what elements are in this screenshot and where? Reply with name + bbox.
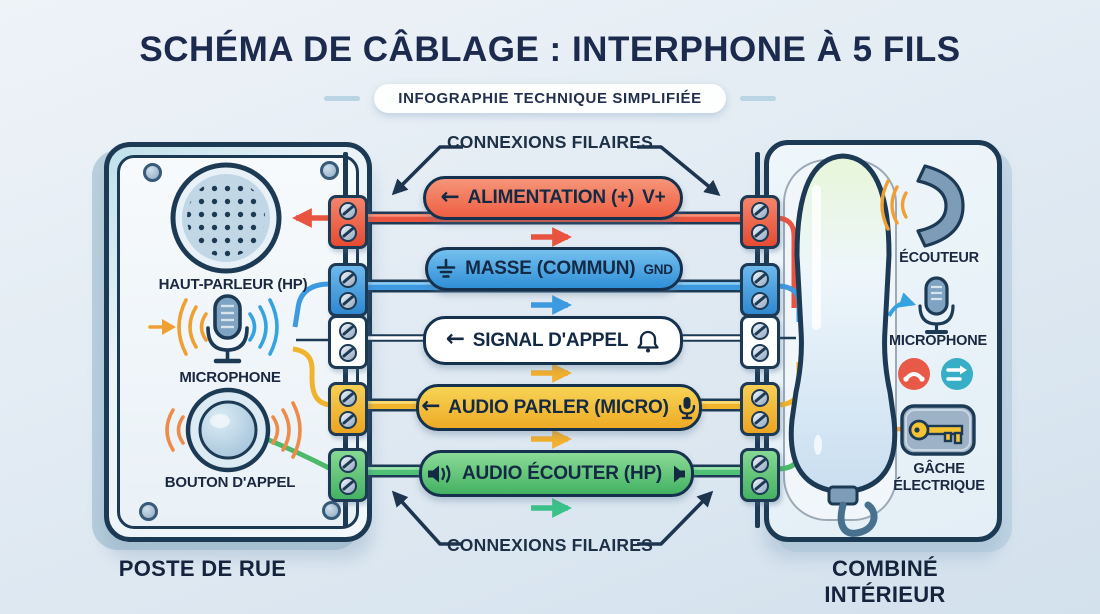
speaker-sound-icon: [427, 464, 451, 483]
screw-icon: [751, 322, 769, 340]
wire-label-text: AUDIO PARLER (MICRO): [448, 396, 669, 418]
screw-icon: [751, 224, 769, 242]
speaker-grill-icon: [170, 162, 282, 274]
connections-label-top: CONNEXIONS FILAIRES: [446, 132, 654, 152]
ground-icon: [436, 258, 456, 278]
earpiece-waves-icon: [880, 179, 908, 231]
subtitle-right-dash: [739, 96, 776, 101]
subtitle-left-dash: [324, 96, 361, 101]
handset-cord: [837, 501, 878, 537]
speaker-label: HAUT-PARLEUR (HP): [158, 276, 308, 293]
arrow-left-icon: ←: [440, 183, 460, 210]
screw-icon: [339, 344, 357, 362]
annotation-arrows-top: [391, 145, 721, 197]
earpiece-label: ÉCOUTEUR: [899, 250, 979, 266]
corner-screw-icon: [143, 163, 162, 182]
call-button-icon[interactable]: [165, 387, 302, 473]
terminal-audio-listen-right[interactable]: [740, 448, 780, 502]
wave-arrow-icon: [162, 319, 176, 335]
wire-label-text: ALIMENTATION (+): [467, 187, 635, 208]
corner-screw-icon: [139, 502, 158, 521]
sound-waves-left-icon: [177, 298, 208, 356]
terminal-ground-left[interactable]: [328, 263, 368, 317]
call-button-label: BOUTON D'APPEL: [164, 474, 296, 491]
wire-label-text: AUDIO ÉCOUTER (HP): [461, 462, 663, 484]
wire-label-call-signal: ← SIGNAL D'APPEL: [423, 316, 683, 365]
terminal-audio-talk-right[interactable]: [740, 382, 780, 436]
wire-label-ground: MASSE (COMMUN) GND: [425, 247, 683, 291]
corner-screw-icon: [322, 501, 341, 520]
call-badge-icon: [898, 358, 930, 390]
handset-microphone-label: MICROPHONE: [889, 333, 987, 349]
mic-pointer-arrow: [887, 292, 917, 317]
screw-icon: [339, 389, 357, 407]
terminal-audio-talk-left[interactable]: [328, 382, 368, 436]
screw-icon: [339, 270, 357, 288]
indoor-handset-caption: COMBINÉ INTÉRIEUR: [824, 556, 946, 607]
terminal-power-left[interactable]: [328, 195, 368, 249]
screw-icon: [751, 411, 769, 429]
arrow-left-icon: ←: [421, 393, 441, 419]
handset-cord-connector: [827, 485, 859, 506]
bell-icon: [637, 330, 659, 352]
screw-icon: [339, 292, 357, 310]
screw-icon: [339, 455, 357, 473]
terminal-ground-right[interactable]: [740, 263, 780, 317]
terminal-call-signal-left[interactable]: [328, 315, 368, 369]
earpiece-icon: [880, 164, 965, 248]
speaker-icon: [674, 465, 686, 482]
street-microphone-label: MICROPHONE: [179, 369, 281, 386]
handset-microphone-icon: [918, 276, 955, 334]
microphone-icon: [678, 396, 695, 419]
subtitle-row: INFOGRAPHIE TECHNIQUE SIMPLIFIÉE: [0, 84, 1100, 113]
wire-label-audio-talk: ← AUDIO PARLER (MICRO): [416, 384, 702, 431]
wire-label-text: MASSE (COMMUN): [465, 258, 636, 279]
screw-icon: [339, 477, 357, 495]
arrow-left-icon: ←: [445, 326, 465, 352]
connections-label-bottom: CONNEXIONS FILAIRES: [446, 535, 654, 555]
wire-label-audio-listen: AUDIO ÉCOUTER (HP): [419, 450, 694, 497]
wire-label-suffix: V+: [642, 187, 666, 208]
terminal-audio-listen-left[interactable]: [328, 448, 368, 502]
terminal-call-signal-right[interactable]: [740, 315, 780, 369]
door-strike-label: GÂCHE ÉLECTRIQUE: [893, 461, 985, 495]
wire-label-suffix: GND: [643, 261, 673, 277]
corner-screw-icon: [320, 161, 339, 180]
transfer-badge-icon: [941, 358, 973, 390]
screw-icon: [751, 477, 769, 495]
subtitle-badge: INFOGRAPHIE TECHNIQUE SIMPLIFIÉE: [374, 84, 726, 113]
wire-label-text: SIGNAL D'APPEL: [472, 329, 629, 351]
sound-waves-right-icon: [248, 298, 279, 356]
screw-icon: [751, 344, 769, 362]
button-waves-icon: [165, 401, 302, 459]
screw-icon: [751, 270, 769, 288]
street-microphone-icon: [148, 294, 279, 364]
screw-icon: [751, 202, 769, 220]
annotation-arrows-bottom: [391, 490, 714, 546]
screw-icon: [339, 224, 357, 242]
screw-icon: [751, 292, 769, 310]
screw-icon: [339, 411, 357, 429]
wire-label-power: ← ALIMENTATION (+) V+: [423, 176, 683, 220]
door-strike-key-icon: [900, 404, 976, 456]
street-station-caption: POSTE DE RUE: [118, 556, 287, 581]
screw-icon: [339, 322, 357, 340]
screw-icon: [751, 455, 769, 473]
handset-icon: [788, 153, 898, 537]
screw-icon: [751, 389, 769, 407]
screw-icon: [339, 202, 357, 220]
page-title: SCHÉMA DE CÂBLAGE : INTERPHONE À 5 FILS: [139, 30, 961, 69]
terminal-power-right[interactable]: [740, 195, 780, 249]
street-station-internal-wires: [263, 208, 333, 472]
